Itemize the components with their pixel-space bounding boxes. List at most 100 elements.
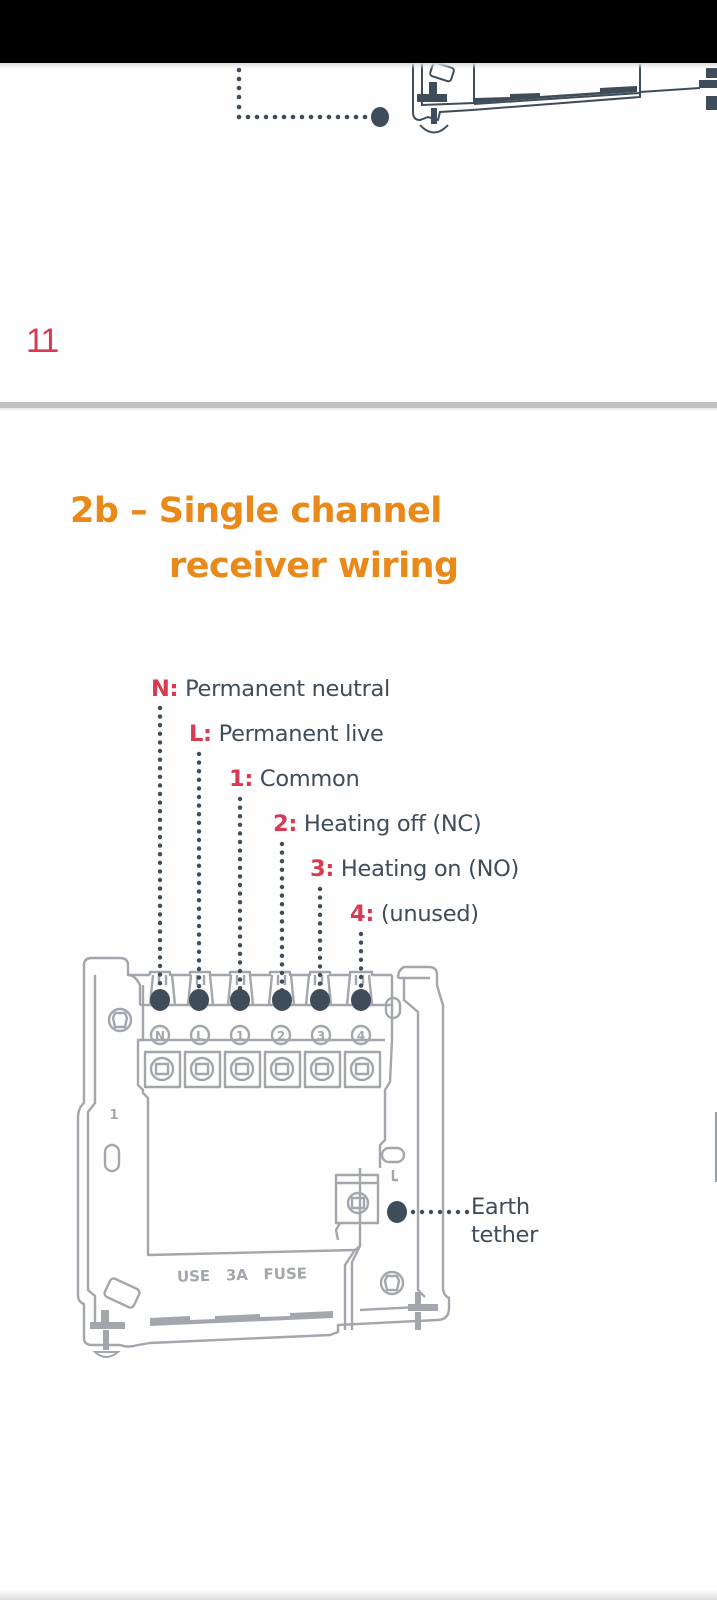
leader-dot xyxy=(196,777,202,782)
leader-dot xyxy=(157,963,163,969)
section-title-line1: 2b – Single channel xyxy=(70,491,442,531)
terminal-wire-point xyxy=(150,989,170,1011)
leader-dot xyxy=(157,843,163,848)
leader-dot xyxy=(157,886,163,891)
leader-dot xyxy=(196,906,202,911)
leader-dot xyxy=(237,960,243,965)
leader-dot xyxy=(279,876,285,881)
page-divider xyxy=(0,402,717,408)
earth-wire-point xyxy=(387,1201,407,1223)
leader-dot xyxy=(279,979,285,984)
terminal-description: Permanent live xyxy=(218,721,384,747)
leader-dot xyxy=(157,766,163,771)
leader-dot xyxy=(196,837,202,843)
leader-dot xyxy=(279,953,285,958)
leader-dot xyxy=(157,817,163,822)
leader-dot xyxy=(157,731,163,736)
leader-dot xyxy=(237,934,243,939)
leader-dot xyxy=(196,803,202,808)
leader-dot xyxy=(157,929,163,934)
marking-3: 3 xyxy=(317,1029,325,1043)
leader-dot xyxy=(157,705,163,711)
leader-dot xyxy=(317,964,323,969)
terminal-markings: N L 1 2 3 4 1 USE 3A FUSE xyxy=(109,1029,365,1286)
leader-dot xyxy=(157,800,163,805)
leader-dot xyxy=(410,1209,416,1215)
leader-dot xyxy=(237,968,243,974)
leader-dot xyxy=(196,932,202,937)
leader-dot xyxy=(157,852,163,857)
leader-dot xyxy=(279,867,285,872)
leader-dot xyxy=(196,846,202,851)
marking-1: 1 xyxy=(236,1029,244,1043)
next-page-edge xyxy=(715,1112,717,1182)
terminal-label-l: L: Permanent live xyxy=(189,721,384,747)
leader-dot xyxy=(317,981,323,986)
leader-dot xyxy=(317,895,323,900)
leader-dot xyxy=(196,760,202,765)
leader-dot xyxy=(358,949,364,954)
leader-dot xyxy=(237,814,243,819)
leader-dot xyxy=(157,955,163,960)
leader-dot xyxy=(196,855,202,860)
leader-dot xyxy=(279,859,285,864)
leader-dot xyxy=(196,915,202,920)
leader-dot xyxy=(237,831,243,836)
leader-dot xyxy=(196,880,202,886)
page-number: 11 xyxy=(26,322,59,360)
terminal-key: L: xyxy=(189,721,212,747)
earth-label-line1: Earth xyxy=(471,1194,530,1220)
leader-dot xyxy=(196,872,202,877)
leader-dot xyxy=(279,970,285,976)
leader-dot xyxy=(237,822,243,827)
terminal-label-4: 4: (unused) xyxy=(350,901,479,927)
terminal-description: Permanent neutral xyxy=(185,676,390,702)
leader-dot xyxy=(358,974,364,980)
terminal-wire-point xyxy=(272,989,292,1011)
leader-dot xyxy=(317,912,323,917)
leader-dot xyxy=(157,826,163,831)
leader-dot xyxy=(196,889,202,894)
leader-dot xyxy=(279,884,285,890)
section-title-line2: receiver wiring xyxy=(169,546,459,586)
leader-dot xyxy=(279,945,285,950)
terminal-key: 4: xyxy=(350,901,375,927)
leader-dot xyxy=(317,921,323,926)
terminal-description: Heating off (NC) xyxy=(303,811,482,837)
terminal-screw-blocks xyxy=(143,1050,382,1089)
leader-dot xyxy=(237,848,243,853)
leader-dot xyxy=(279,910,285,915)
leader-dot xyxy=(237,908,243,913)
leader-dot xyxy=(237,917,243,922)
leader-dot xyxy=(157,723,163,728)
leader-dot xyxy=(196,751,202,757)
leader-dot xyxy=(317,938,323,943)
fuse-label: USE 3A FUSE xyxy=(177,1264,308,1285)
leader-dot xyxy=(157,860,163,865)
leader-dot xyxy=(157,834,163,840)
leader-dot xyxy=(237,839,243,845)
leader-dot xyxy=(279,936,285,941)
leader-dot xyxy=(358,957,364,962)
terminal-wire-point xyxy=(230,989,250,1011)
leader-dot xyxy=(237,900,243,905)
leader-dot xyxy=(279,841,285,847)
leader-dot xyxy=(279,927,285,933)
terminal-label-2: 2: Heating off (NC) xyxy=(273,811,482,837)
leader-dot xyxy=(237,796,243,802)
leader-dot xyxy=(157,981,163,986)
leader-dot xyxy=(157,740,163,745)
leader-dot xyxy=(157,714,163,719)
leader-dot xyxy=(237,977,243,982)
leader-dot xyxy=(358,966,364,971)
leader-dot xyxy=(196,984,202,989)
section-title: 2b – Single channel receiver wiring xyxy=(70,484,459,594)
leader-dot xyxy=(237,951,243,956)
leader-dot xyxy=(196,966,202,972)
leader-dot xyxy=(237,882,243,888)
leader-dot xyxy=(196,975,202,980)
leader-dot xyxy=(237,865,243,870)
leader-dot xyxy=(279,850,285,855)
terminal-label-n: N: Permanent neutral xyxy=(151,676,390,702)
